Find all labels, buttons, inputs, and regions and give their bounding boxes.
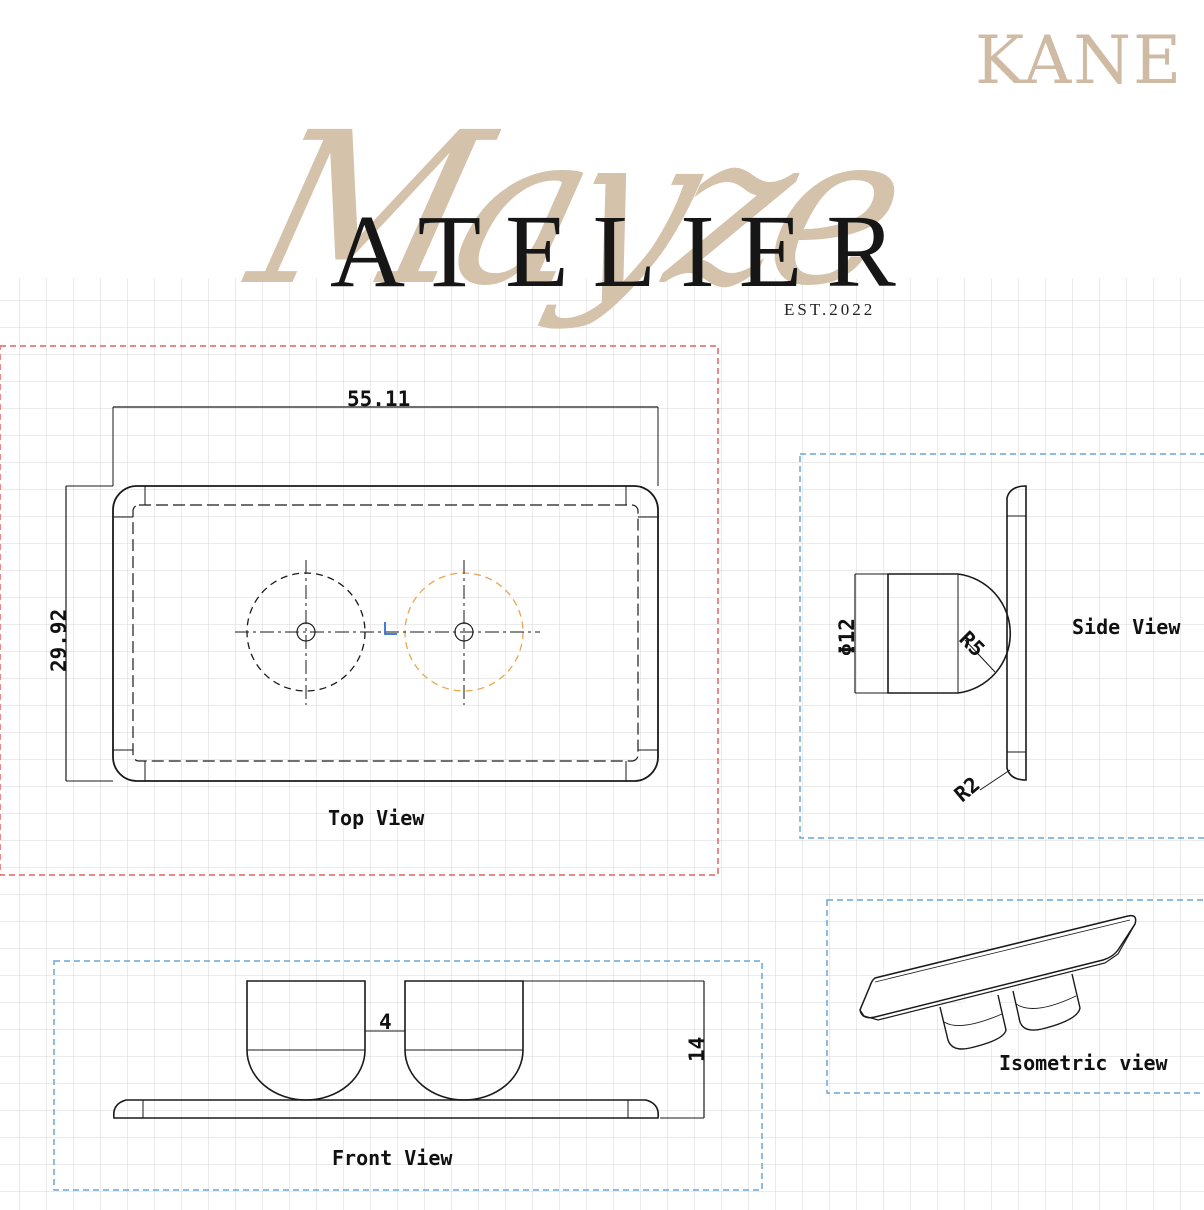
- grid-background: [0, 278, 1204, 1210]
- kane-logo: KANE: [975, 22, 1184, 99]
- isometric-view-title: Isometric view: [999, 1051, 1169, 1075]
- top-view-height-dimension: 29.92: [47, 609, 71, 672]
- isometric-view: Isometric view: [826, 899, 1204, 1094]
- front-view-plate: [112, 1099, 660, 1119]
- front-view: 4 14 Front View: [53, 960, 763, 1191]
- isometric-button-right: [1012, 973, 1081, 1031]
- front-view-height-dimension: 14: [685, 1037, 709, 1062]
- top-view-plate-outline: [112, 485, 659, 782]
- side-view: Φ12 R5 R2 Side View: [799, 453, 1204, 839]
- top-view-title: Top View: [328, 806, 425, 830]
- front-view-title: Front View: [332, 1146, 453, 1170]
- top-view-width-dimension: 55.11: [347, 387, 410, 411]
- front-view-button-right: [404, 980, 524, 1101]
- isometric-button-left: [939, 994, 1007, 1050]
- front-view-gap-dimension: 4: [379, 1010, 392, 1034]
- side-view-button: [887, 573, 1011, 694]
- side-view-title: Side View: [1072, 615, 1181, 639]
- front-view-frame: [53, 960, 763, 1191]
- top-view-plate-inner: [132, 504, 639, 762]
- front-view-button-left: [246, 980, 366, 1101]
- atelier-wordmark: ATELIER: [330, 194, 920, 309]
- side-view-frame: [799, 453, 1204, 839]
- origin-axis-mark: [384, 622, 397, 635]
- side-view-plate: [1006, 485, 1027, 781]
- top-view-frame: [0, 345, 719, 876]
- isometric-view-frame: [826, 899, 1204, 1094]
- side-view-diameter-dimension: Φ12: [835, 618, 859, 656]
- established-year: EST.2022: [784, 300, 876, 319]
- top-view: 55.11 29.92 Top View: [0, 345, 719, 876]
- isometric-plate: [859, 914, 1137, 1019]
